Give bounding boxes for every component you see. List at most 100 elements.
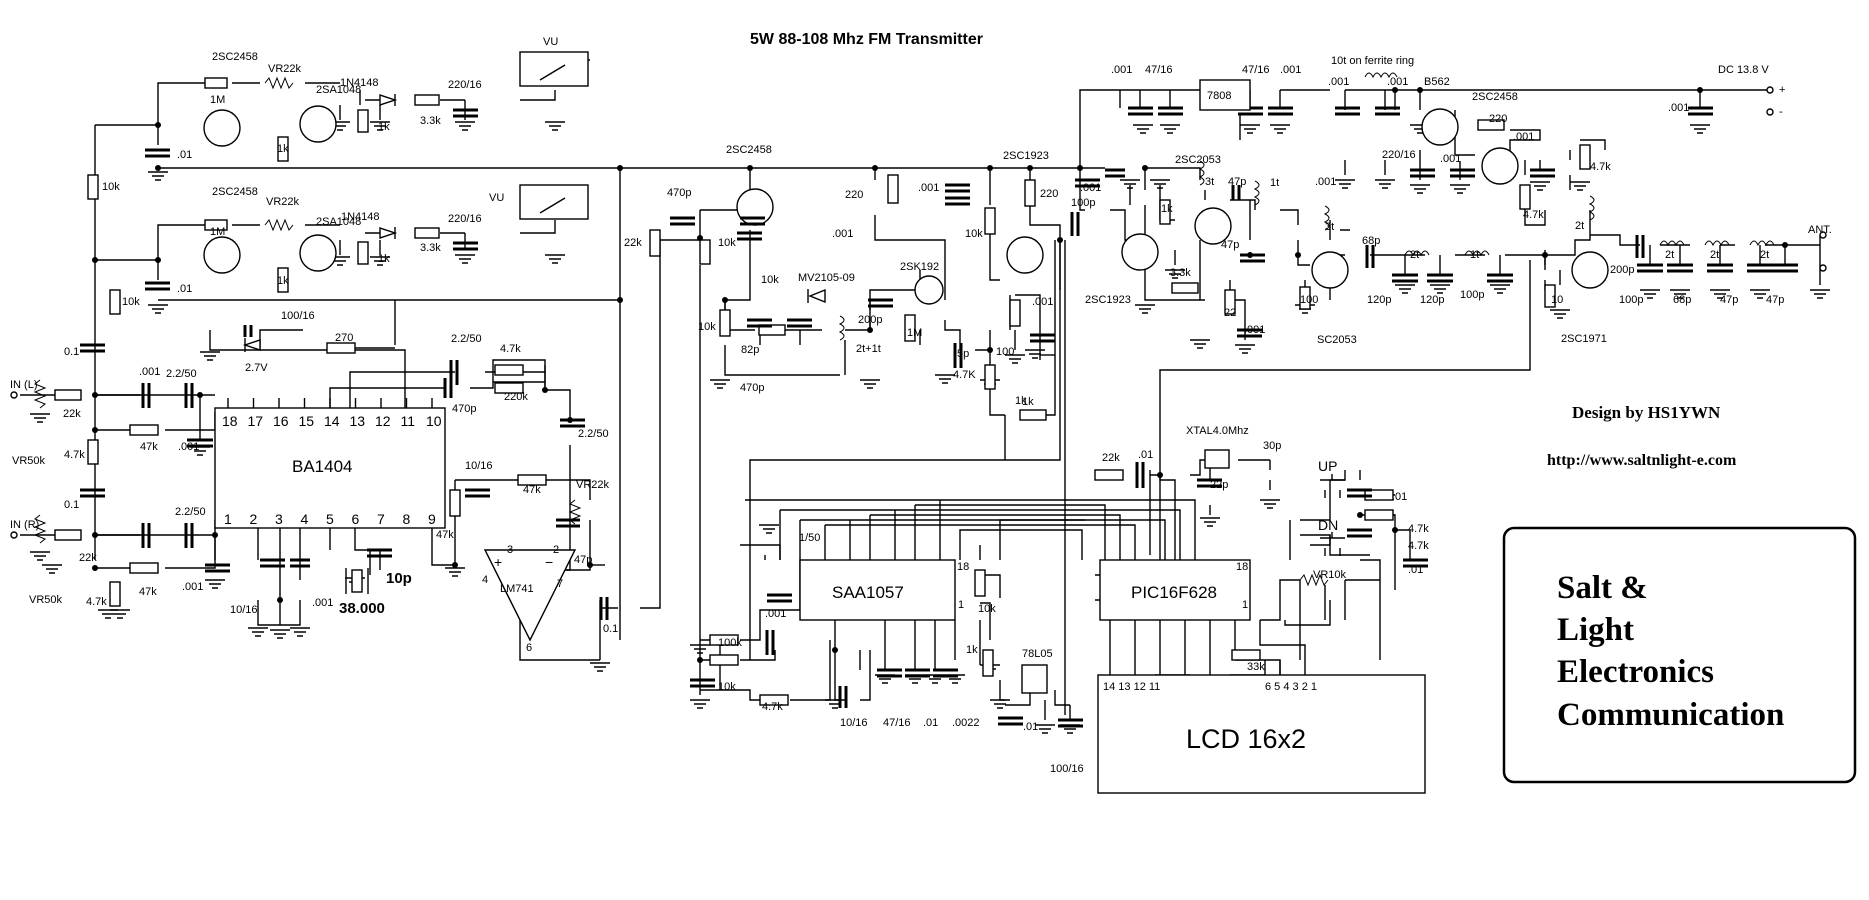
- component-label: 2SC2053: [1175, 154, 1221, 166]
- company-box: Salt & Light Electronics Communication: [1502, 526, 1857, 784]
- component-label: 4.7k: [86, 596, 107, 608]
- ground-symbol: [148, 171, 168, 181]
- component-label: 2SC2458: [212, 51, 258, 63]
- component-label: 1k: [1022, 396, 1034, 408]
- component-label: .01: [1408, 564, 1423, 576]
- ground-symbol: [1160, 124, 1180, 134]
- component-label: SC2053: [1317, 334, 1357, 346]
- component-label: 1k: [378, 253, 390, 265]
- junction-dot: [92, 392, 98, 398]
- component-label: 1k: [1015, 395, 1027, 407]
- ground-symbol: [990, 699, 1010, 709]
- regulator-7808-body: [1199, 79, 1251, 111]
- ground-symbol: [30, 551, 50, 561]
- component-label: .001: [832, 228, 853, 240]
- component-label: 2t: [1760, 249, 1769, 261]
- ground-symbol: [248, 627, 268, 637]
- ground-symbol: [1570, 181, 1590, 191]
- component-label: 100k: [718, 637, 742, 649]
- ground-symbol: [455, 254, 475, 264]
- component-label: .001: [312, 597, 333, 609]
- antenna-label: ANT.: [1808, 224, 1832, 236]
- component-label: 220: [1489, 113, 1507, 125]
- crystal-38mhz: [351, 569, 363, 593]
- component-label: 2SK192: [900, 261, 939, 273]
- junction-dot: [567, 417, 573, 423]
- component-label: 1t: [1470, 249, 1479, 261]
- diodes: [242, 94, 826, 352]
- junction-dot: [92, 532, 98, 538]
- component-label: .001: [1080, 182, 1101, 194]
- component-label: 2t: [1410, 249, 1419, 261]
- component-label: 3t: [1205, 176, 1214, 188]
- component-label: 100p: [1460, 289, 1484, 301]
- ba1404-pin-number: 18: [222, 413, 238, 429]
- component-label: 2t+1t: [856, 343, 881, 355]
- ground-symbol: [860, 379, 880, 389]
- ground-symbol: [290, 627, 310, 637]
- ground-symbol: [1190, 339, 1210, 349]
- regulator-78l05-label: 78L05: [1022, 648, 1053, 660]
- component-label: 47p: [1221, 239, 1239, 251]
- component-label: 1/50: [799, 532, 820, 544]
- component-label: 47/16: [1242, 64, 1270, 76]
- junction-dot: [212, 532, 218, 538]
- junction-dot: [1027, 165, 1033, 171]
- component-label: 47k: [523, 484, 541, 496]
- component-label: 2SA1048: [316, 84, 361, 96]
- component-label: 22: [1224, 307, 1236, 319]
- component-label: 220/16: [448, 213, 482, 225]
- component-label: .001: [1244, 324, 1265, 336]
- junction-dot: [1057, 237, 1063, 243]
- ground-symbol: [690, 699, 710, 709]
- component-label: 220: [1040, 188, 1058, 200]
- ba1404-pin-number: 7: [377, 511, 385, 527]
- ground-symbol: [1270, 124, 1290, 134]
- company-line-3: Electronics: [1557, 654, 1714, 690]
- capacitors: [80, 106, 1798, 728]
- ground-symbol: [545, 254, 565, 264]
- ba1404-pin-number: 8: [403, 511, 411, 527]
- ic-78l05: 78L05: [1021, 648, 1053, 694]
- component-label: 22k: [79, 552, 97, 564]
- component-label: 200p: [858, 314, 882, 326]
- component-label: 33k: [1247, 661, 1265, 673]
- ground-symbol: [935, 374, 955, 384]
- component-label: 2t: [1575, 220, 1584, 232]
- component-label: 470p: [667, 187, 691, 199]
- component-label: 2SC1923: [1003, 150, 1049, 162]
- ground-symbol: [825, 699, 845, 709]
- ground-symbol: [1260, 499, 1280, 509]
- vu-meter-2-label: VU: [489, 192, 504, 204]
- component-label: 10/16: [840, 717, 868, 729]
- ground-symbol: [1450, 184, 1470, 194]
- component-label: .001: [178, 441, 199, 453]
- ground-symbol: [1430, 284, 1450, 294]
- component-label: .001: [918, 182, 939, 194]
- junction-dot: [747, 165, 753, 171]
- lm741-label: LM741: [500, 583, 534, 595]
- vu-meters: VU VU: [489, 36, 589, 220]
- component-label: 47/16: [1145, 64, 1173, 76]
- push-buttons: UP DN: [1318, 458, 1345, 556]
- pic16f628-body: [1099, 559, 1251, 621]
- component-label: 0.1: [64, 346, 79, 358]
- crystal-cap-label: 10p: [386, 570, 412, 587]
- ba1404-pin-number: 4: [301, 511, 309, 527]
- input-left-label: IN (L): [10, 379, 38, 391]
- component-label: 2t: [1710, 249, 1719, 261]
- component-label: 100p: [1071, 197, 1095, 209]
- component-label: 47p: [1720, 294, 1738, 306]
- junction-dot: [1542, 252, 1548, 258]
- regulator-7808-label: 7808: [1207, 90, 1231, 102]
- component-label: 2SC2458: [726, 144, 772, 156]
- component-label: 10k: [978, 603, 996, 615]
- junction-dot: [92, 257, 98, 263]
- component-label: 47k: [436, 529, 454, 541]
- component-label: 1: [1242, 599, 1248, 611]
- component-label: 68p: [1362, 235, 1380, 247]
- component-label: VR50k: [29, 594, 63, 606]
- component-label: 3.3k: [420, 242, 441, 254]
